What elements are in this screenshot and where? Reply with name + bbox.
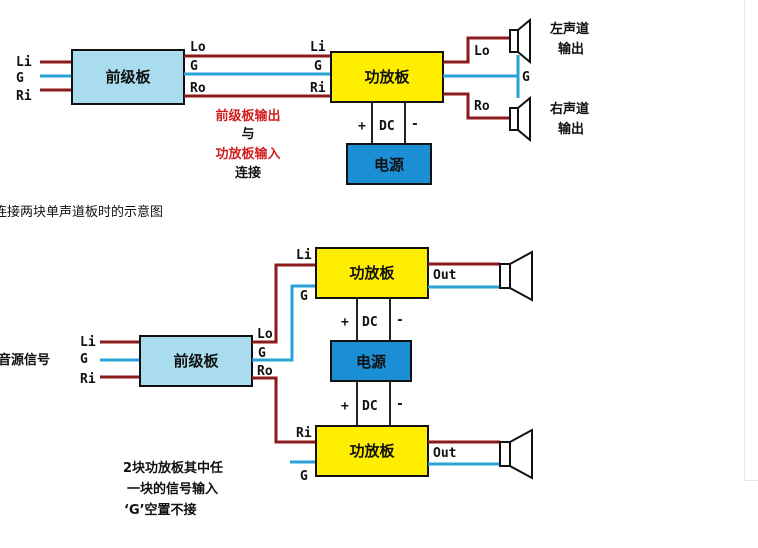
bottom-amp-lower-in-ri: Ri [296,426,312,441]
bottom-amp-lower [315,425,429,477]
top-preamp-label: 前级板 [105,68,151,86]
top-input-li: Li [16,55,32,70]
top-amp-out-lo: Lo [474,44,490,59]
top-psu [346,143,432,185]
bottom-preamp-label: 前级板 [173,352,219,370]
bottom-preamp-out-g: G [258,346,266,361]
bottom-amp-lower-in-g: G [300,469,308,484]
bottom-dc-upper-minus: - [396,313,404,328]
page-edge-line [744,0,745,480]
bottom-amp-upper [315,247,429,299]
top-amp-in-g: G [314,59,322,74]
top-preamp-out-ro: Ro [190,81,206,96]
bottom-diagram: 音源信号 Li G Ri 前级板 Lo G Ro 功放板 Li G Out + [0,247,533,518]
top-psu-label: 电源 [374,156,404,174]
bottom-wire-g [252,284,316,362]
top-speaker-left-line2: 输出 [558,41,584,57]
bottom-dc-lower-plus: + [341,399,349,414]
bottom-input-ri: Ri [80,372,96,387]
bottom-psu-label: 电源 [356,353,386,371]
top-speaker-right-line2: 输出 [558,121,584,137]
bottom-psu [330,340,412,382]
bottom-amp-upper-in-g: G [300,289,308,304]
top-preamp-out-lo: Lo [190,40,206,55]
bottom-dc-lower-label: DC [362,399,378,414]
bottom-dc-upper-plus: + [341,315,349,330]
top-speaker-right-line1: 右声道 [549,101,589,117]
page-edge-line-foot [744,480,758,481]
top-amp-label: 功放板 [364,68,410,86]
bottom-preamp-out-ro: Ro [257,364,273,379]
top-diagram: Li G Ri 前级板 Lo G Ro Li G Ri 功放板 Lo G Ro [16,17,589,185]
bottom-input-li: Li [80,335,96,350]
diagram-caption: 连接两块单声道板时的示意图 [0,204,163,220]
bottom-note-line3: ‘G’空置不接 [124,502,197,518]
bottom-speaker-lower-icon [499,428,533,480]
bottom-amp-upper-in-li: Li [296,248,312,263]
bottom-wire-lo-li [252,263,316,344]
bottom-preamp-out-lo: Lo [257,327,273,342]
top-dc-minus: - [411,117,419,132]
bottom-dc-lower-minus: - [396,397,404,412]
top-note-line3: 功放板输入 [215,146,280,162]
top-speaker-left-icon [509,17,531,65]
bottom-preamp-board [139,335,253,387]
top-preamp-board [71,49,185,105]
top-speaker-right-icon [509,95,531,143]
top-dc-plus: + [358,119,366,134]
bottom-amp-lower-label: 功放板 [349,442,395,460]
top-preamp-out-g: G [190,59,198,74]
top-amp-out-ro: Ro [474,99,490,114]
top-note-line2: 与 [241,127,254,142]
top-wire-out-ro [443,92,510,120]
top-amp-in-li: Li [310,40,326,55]
bottom-amp-upper-out: Out [433,268,456,283]
top-dc-label: DC [379,119,395,134]
bottom-dc-upper-label: DC [362,315,378,330]
top-wire-out-lo [443,36,510,64]
bottom-wire-ro-ri [252,376,316,444]
top-input-g: G [16,71,24,86]
bottom-source-label: 音源信号 [0,352,50,368]
bottom-note-line1: 2块功放板其中任 [123,460,223,476]
top-amp-out-g: G [522,70,530,85]
top-note-line1: 前级板输出 [215,108,280,124]
bottom-amp-upper-label: 功放板 [349,264,395,282]
bottom-amp-lower-out: Out [433,446,456,461]
top-note-line4: 连接 [235,165,261,181]
top-amp-in-ri: Ri [310,81,326,96]
bottom-input-g: G [80,352,88,367]
top-speaker-left-line1: 左声道 [550,21,589,37]
top-input-ri: Ri [16,89,32,104]
bottom-note-line2: 一块的信号输入 [127,481,218,497]
bottom-speaker-upper-icon [499,250,533,302]
